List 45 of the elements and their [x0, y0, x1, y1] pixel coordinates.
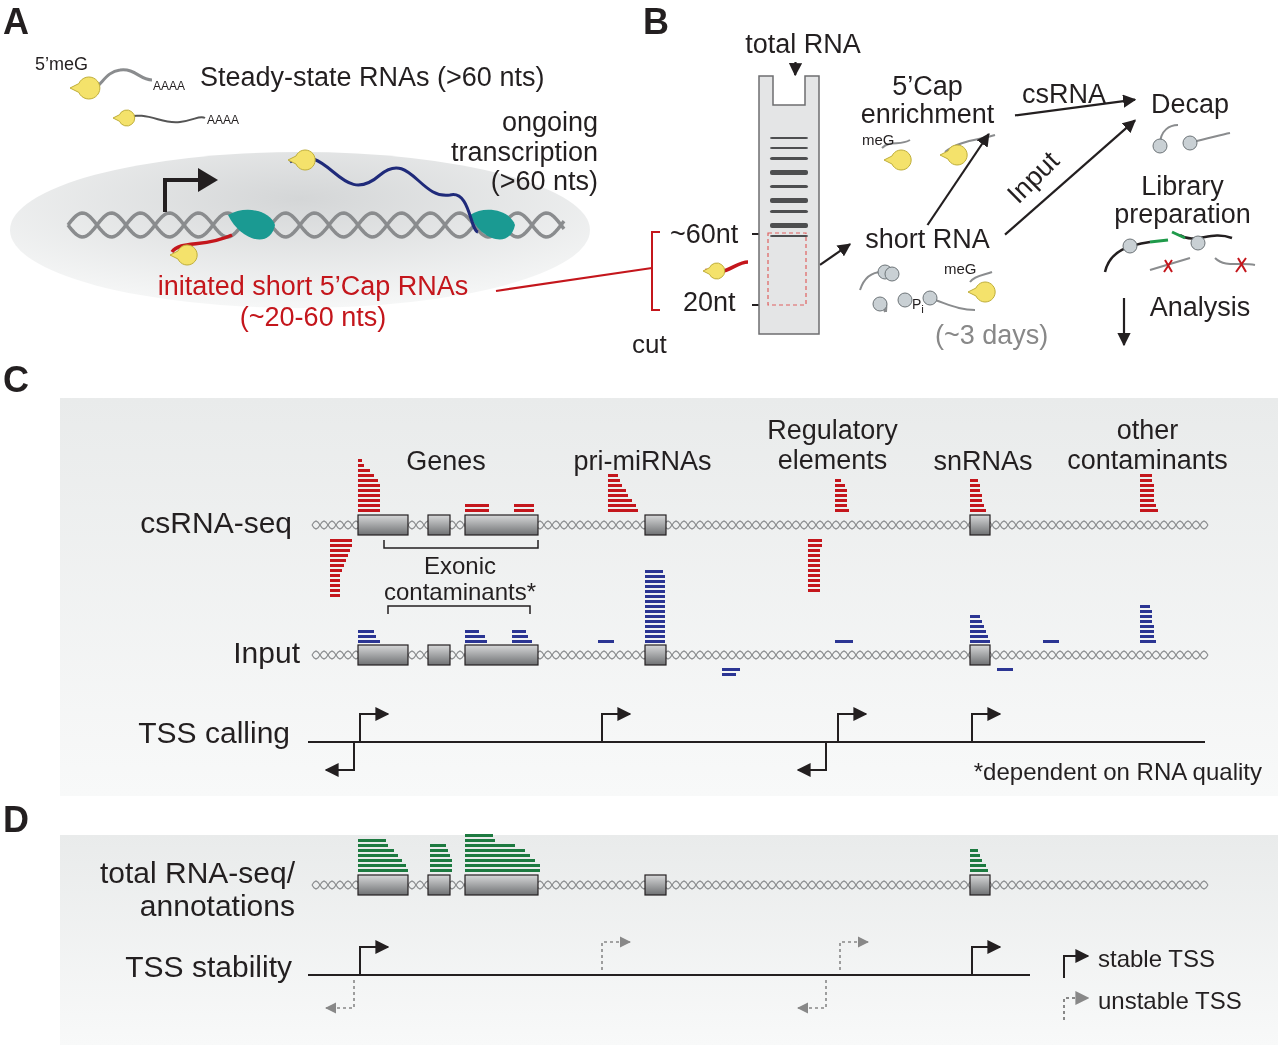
legend-label: unstable TSS	[1098, 988, 1242, 1015]
step-label: 5’Cap enrichment	[840, 72, 1015, 134]
step-label: Library preparation	[1095, 172, 1270, 232]
category-label: pri-miRNAs	[572, 447, 713, 477]
track-label: total RNA-seq/ annotations	[98, 856, 295, 922]
panel-letter: A	[3, 2, 29, 42]
track-label: csRNA-seq	[139, 506, 292, 539]
category-label: snRNAs	[932, 447, 1034, 477]
arrow	[788, 61, 803, 77]
cap-label: 5’meG	[35, 55, 88, 75]
cap-label: meG	[862, 132, 895, 149]
gel-drawing	[758, 75, 820, 335]
track-label: Input	[232, 636, 300, 669]
step-label: Analysis	[1140, 293, 1260, 325]
track-label: TSS calling	[137, 716, 290, 749]
arrow	[819, 243, 852, 266]
cap-label: meG	[944, 261, 977, 278]
rna-label: Steady-state RNAs (>60 nts)	[200, 63, 546, 93]
panel-letter: B	[643, 2, 669, 42]
panel-letter: D	[3, 800, 29, 840]
panel-letter: C	[3, 360, 29, 400]
size-marker: 20nt	[683, 288, 736, 318]
step-note: cut	[632, 330, 667, 359]
track-label: TSS stability	[124, 950, 292, 983]
rna-label: ongoing transcription (>60 nts)	[449, 108, 598, 198]
duration-note: (~3 days)	[935, 321, 1049, 351]
category-label: Genes	[405, 447, 487, 477]
phosphate-label: P$_{i}$	[912, 297, 924, 316]
poly-a-label: AAAA	[207, 114, 239, 128]
step-label: short RNA	[850, 225, 1005, 257]
arrow	[926, 132, 990, 226]
edge-label: csRNA	[1022, 80, 1106, 110]
legend-label: stable TSS	[1098, 946, 1215, 973]
arrow	[1117, 298, 1131, 347]
category-label: Regulatory elements	[766, 416, 899, 476]
poly-a-label: AAAA	[153, 80, 185, 94]
category-label: other contaminants	[1066, 416, 1229, 476]
footnote: *dependent on RNA quality	[972, 759, 1262, 786]
rna-label: initated short 5’Cap RNAs (~20-60 nts)	[128, 271, 498, 333]
size-marker: ~60nt	[670, 220, 739, 250]
arrow	[1014, 94, 1137, 117]
arrow	[1004, 119, 1136, 236]
step-label: total RNA	[728, 30, 878, 62]
annotation-label: Exonic contaminants*	[382, 553, 538, 606]
step-label: Decap	[1135, 90, 1245, 122]
